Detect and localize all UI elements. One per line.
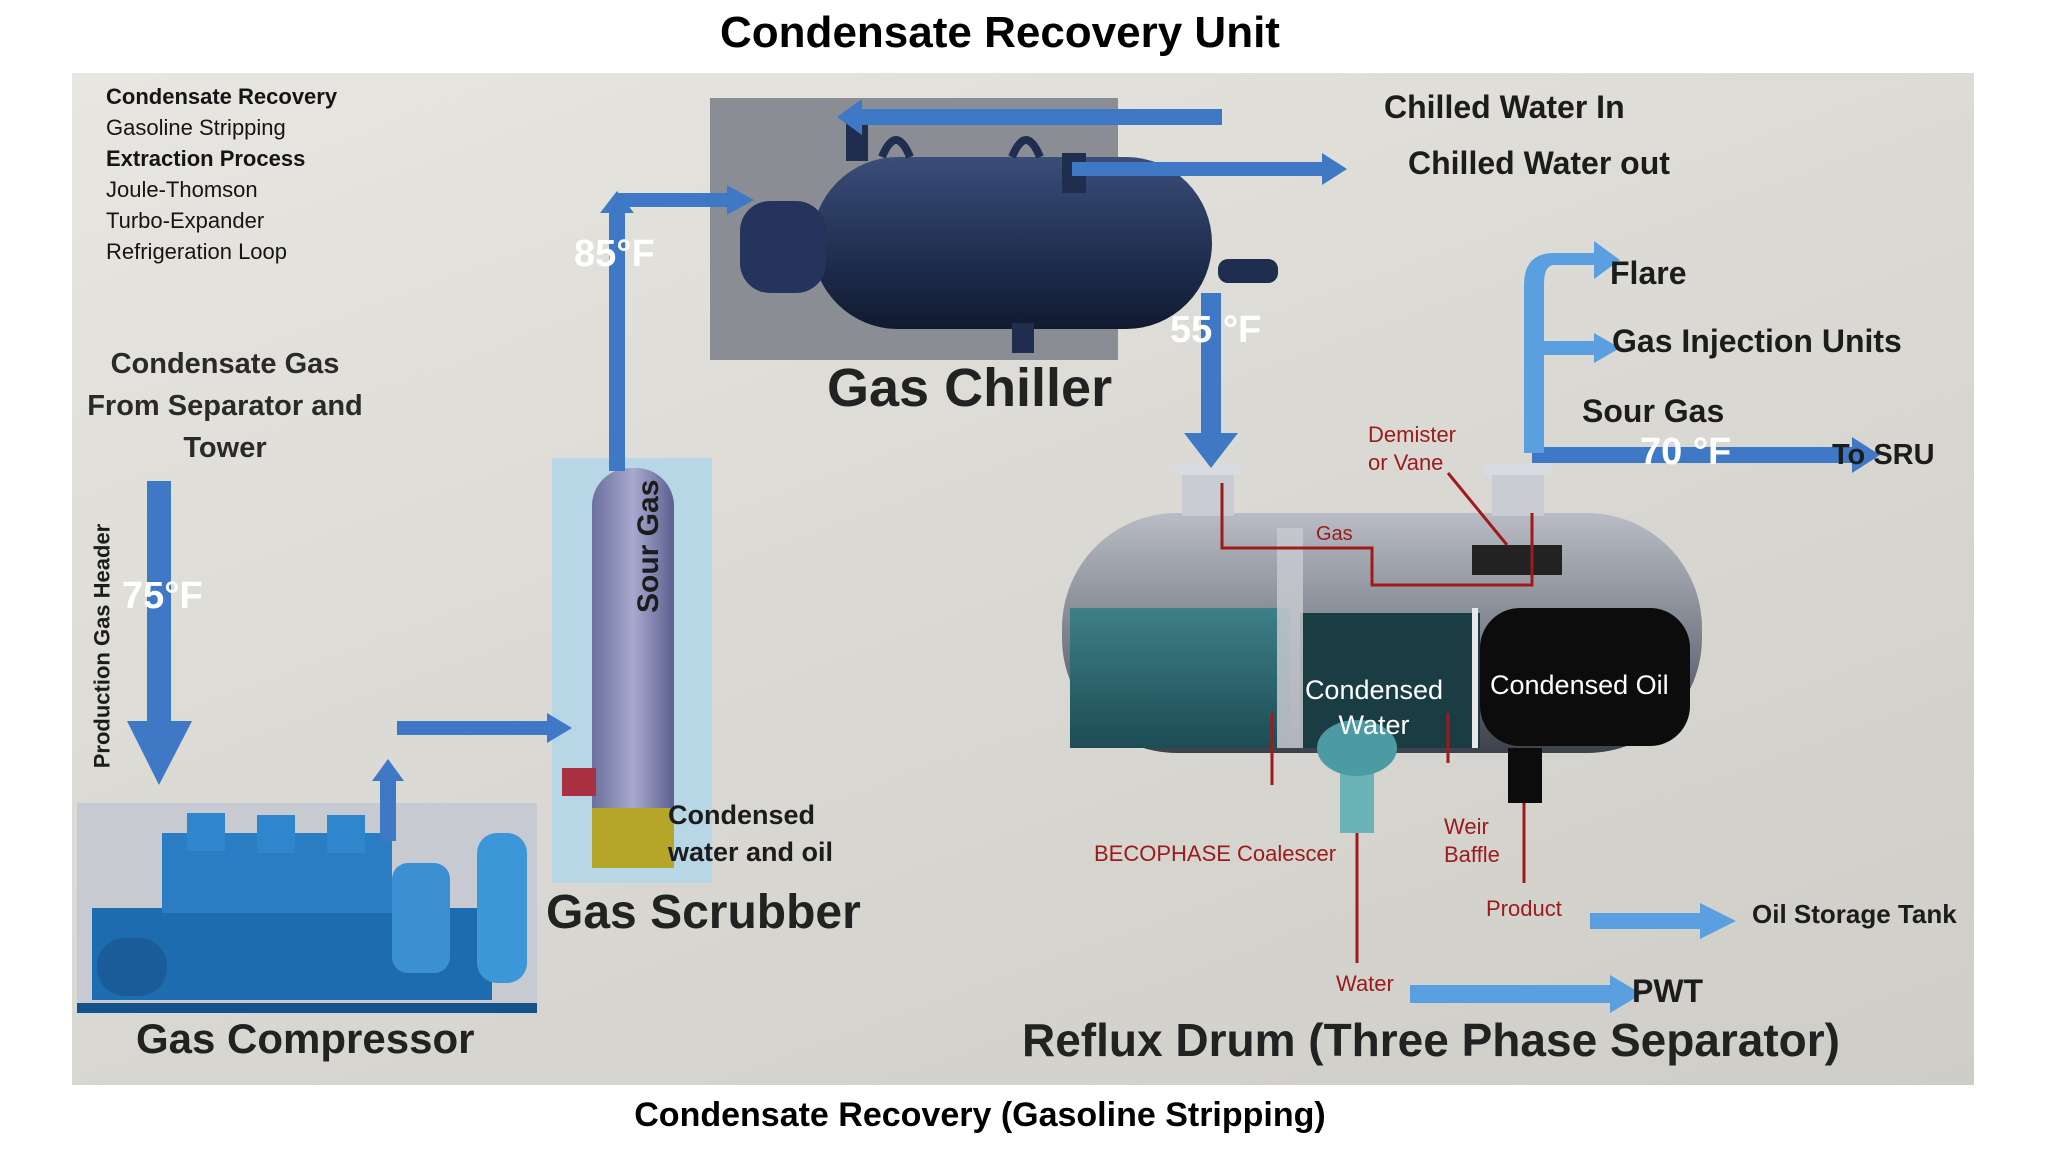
page-title: Condensate Recovery Unit xyxy=(720,8,1280,57)
product-label: Product xyxy=(1486,896,1562,921)
reflux-drum-label: Reflux Drum (Three Phase Separator) xyxy=(1022,1014,1841,1066)
gas-compressor-label: Gas Compressor xyxy=(136,1015,475,1062)
condensed-water-line-2: Water xyxy=(1338,710,1410,740)
condensed-water-line-1: Condensed xyxy=(1304,675,1444,705)
pwt-label: PWT xyxy=(1632,973,1704,1009)
temp-chiller-outlet: 55 °F xyxy=(1170,309,1262,351)
flow-arrows xyxy=(127,99,1880,841)
sour-gas-label: Sour Gas xyxy=(1582,393,1725,429)
demister-line-1: Demister xyxy=(1368,422,1457,447)
menu-item-refrigeration-loop[interactable]: Refrigeration Loop xyxy=(106,239,288,264)
source-line-2: From Separator and xyxy=(87,390,363,422)
coalescer-label: BECOPHASE Coalescer xyxy=(1094,841,1337,866)
reflux-drum-vessel xyxy=(1062,463,1702,963)
production-gas-header-label: Production Gas Header xyxy=(89,523,115,769)
diagram-graphics xyxy=(77,98,1880,1013)
figure-caption: Condensate Recovery (Gasoline Stripping) xyxy=(634,1096,1326,1134)
water-label: Water xyxy=(1336,971,1394,996)
gas-scrubber-label: Gas Scrubber xyxy=(546,886,861,939)
process-menu: Condensate Recovery Gasoline Stripping E… xyxy=(106,81,337,267)
flare-label: Flare xyxy=(1610,255,1687,291)
drum-gas-label: Gas xyxy=(1316,523,1353,545)
temp-scrubber-outlet: 85°F xyxy=(574,233,655,275)
scrubber-bottom-label: Condensed water and oil xyxy=(668,797,833,871)
weir-baffle-label: Weir Baffle xyxy=(1444,813,1500,869)
to-sru-label: To SRU xyxy=(1832,439,1935,471)
scrubber-sour-gas-label: Sour Gas xyxy=(632,479,665,613)
chilled-water-in-label: Chilled Water In xyxy=(1384,89,1625,125)
scrubber-bottom-line-2: water and oil xyxy=(668,837,834,867)
menu-item-turbo-expander[interactable]: Turbo-Expander xyxy=(106,208,265,233)
menu-item-condensate-recovery[interactable]: Condensate Recovery xyxy=(106,84,338,109)
condensed-oil-label: Condensed Oil xyxy=(1490,670,1669,700)
demister-label: Demister or Vane xyxy=(1368,421,1456,477)
source-label: Condensate Gas From Separator and Tower xyxy=(80,343,370,469)
temp-header: 75°F xyxy=(122,575,203,617)
menu-item-gasoline-stripping[interactable]: Gasoline Stripping xyxy=(106,115,286,140)
condensed-water-label: Condensed Water xyxy=(1298,673,1450,743)
source-line-1: Condensate Gas xyxy=(110,348,340,380)
menu-item-extraction-process[interactable]: Extraction Process xyxy=(106,146,306,171)
gas-chiller-label: Gas Chiller xyxy=(827,358,1113,418)
gas-injection-label: Gas Injection Units xyxy=(1612,323,1902,359)
gas-compressor-machine xyxy=(77,803,537,1013)
diagram-panel: Condensate Recovery Gasoline Stripping E… xyxy=(72,73,1974,1085)
menu-item-joule-thomson[interactable]: Joule-Thomson xyxy=(106,177,258,202)
weir-line-1: Weir xyxy=(1444,814,1489,839)
weir-line-2: Baffle xyxy=(1444,842,1500,867)
light-arrows xyxy=(1410,241,1736,1013)
demister-line-2: or Vane xyxy=(1368,450,1444,475)
gas-scrubber-vessel xyxy=(552,458,712,883)
gas-chiller xyxy=(710,98,1278,360)
oil-storage-label: Oil Storage Tank xyxy=(1752,899,1957,929)
temp-sour-gas: 70 °F xyxy=(1640,431,1732,473)
chilled-water-out-label: Chilled Water out xyxy=(1408,145,1670,181)
source-line-3: Tower xyxy=(183,432,267,464)
scrubber-bottom-line-1: Condensed xyxy=(668,800,816,830)
